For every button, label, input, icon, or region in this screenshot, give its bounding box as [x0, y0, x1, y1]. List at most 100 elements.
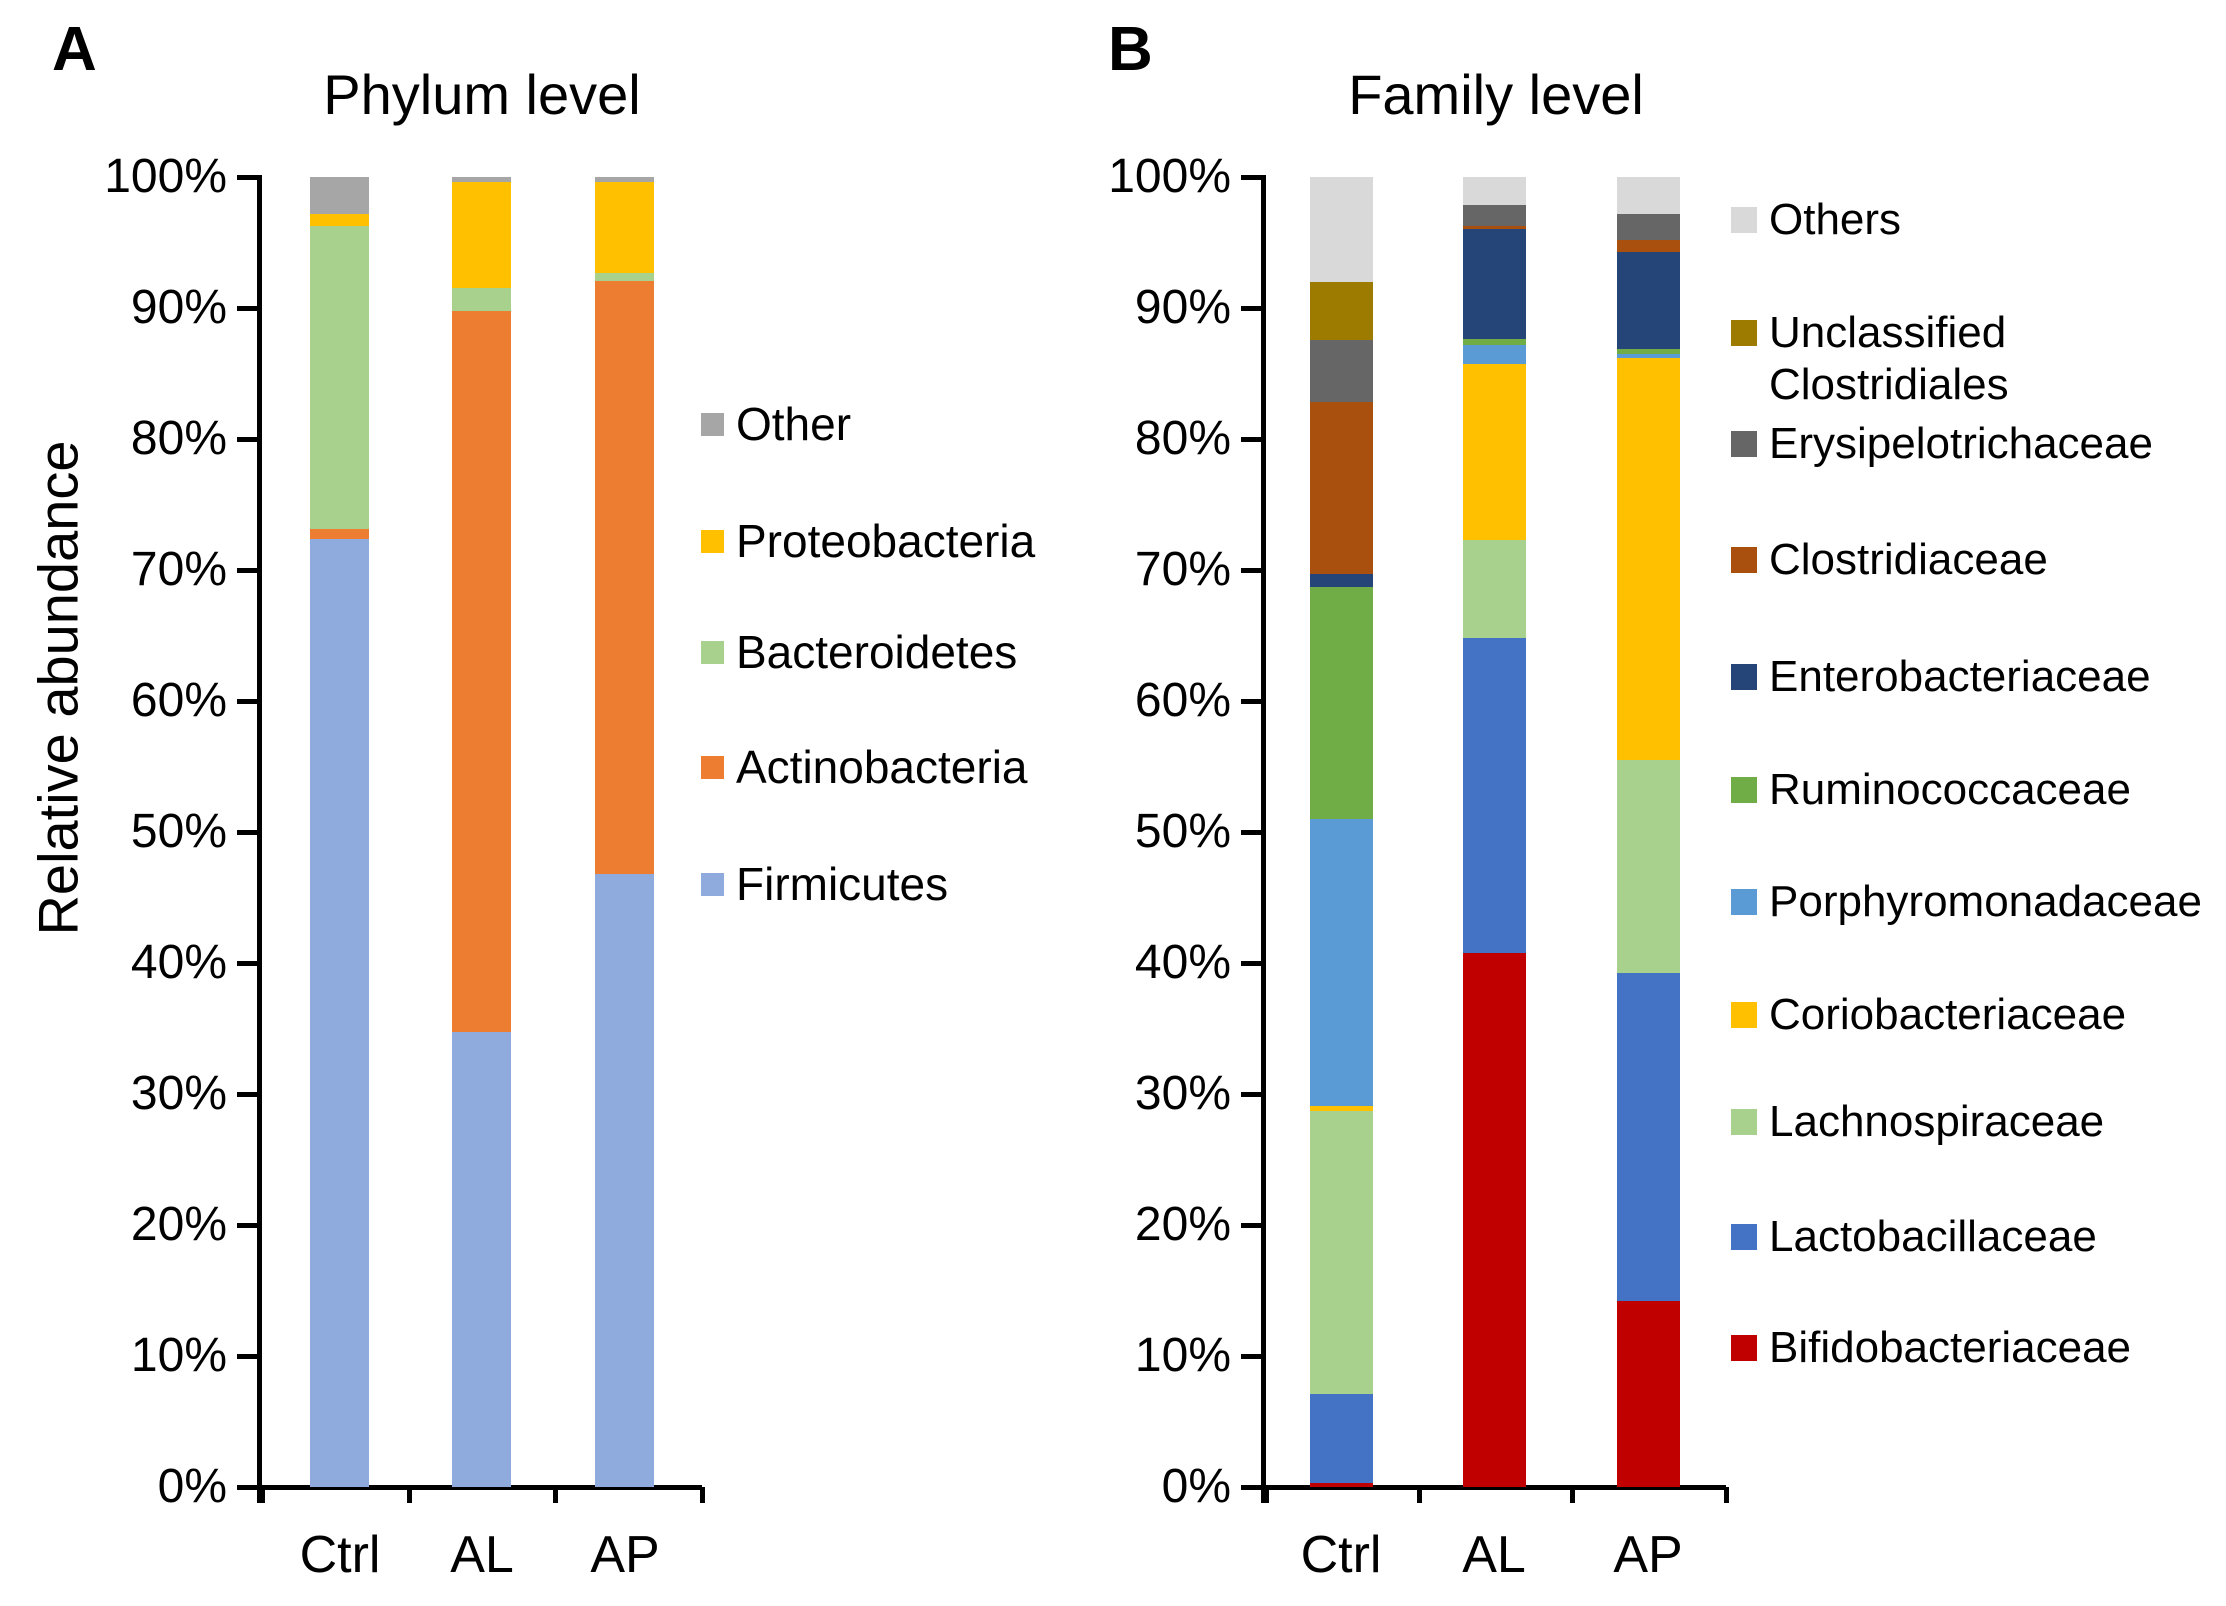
y-tick-label: 40% [1134, 936, 1231, 989]
legend-label: Coriobacteriaceae [1769, 990, 2127, 1039]
bar-ctrl [1310, 177, 1373, 1487]
y-tick-label: 90% [1134, 281, 1231, 334]
y-tick-mark [237, 1484, 257, 1490]
legend-item-porphyromonadaceae: Porphyromonadaceae [1731, 876, 2202, 928]
y-tick-label: 100% [1108, 150, 1231, 203]
legend-item-unclassified-clostridiales: Unclassified Clostridiales [1731, 307, 2219, 411]
x-tick-mark [1416, 1487, 1422, 1503]
panel-a-title: Phylum level [323, 63, 641, 126]
bar-segment-clostridiaceae [1617, 239, 1680, 252]
y-tick-label: 40% [130, 936, 227, 989]
y-tick-label: 30% [130, 1067, 227, 1120]
y-tick-mark [1241, 1222, 1261, 1228]
legend-item-others: Others [1731, 194, 1901, 246]
legend-item-proteobacteria: Proteobacteria [701, 514, 1035, 568]
legend-item-ruminococcaceae: Ruminococcaceae [1731, 764, 2131, 816]
legend-swatch-icon [1731, 1335, 1757, 1361]
bar-segment-proteobacteria [310, 213, 369, 226]
bar-ap [595, 177, 654, 1487]
bar-segment-proteobacteria [595, 182, 654, 273]
y-tick-label: 70% [1134, 543, 1231, 596]
bar-ctrl [310, 177, 369, 1487]
bar-segment-porphyromonadaceae [1310, 818, 1373, 1106]
y-tick-label: 80% [130, 412, 227, 465]
legend-swatch-icon [1731, 889, 1757, 915]
bar-segment-firmicutes [310, 538, 369, 1487]
bar-segment-actinobacteria [595, 280, 654, 874]
y-tick-label: 100% [104, 150, 227, 203]
y-tick-mark [1241, 1091, 1261, 1097]
legend-item-clostridiaceae: Clostridiaceae [1731, 534, 2048, 586]
x-category-label-ap: AP [1613, 1526, 1683, 1584]
y-tick-mark [237, 698, 257, 704]
x-tick-mark [259, 1487, 265, 1503]
bar-segment-others [1310, 177, 1373, 282]
y-tick-label: 20% [130, 1198, 227, 1251]
bar-segment-firmicutes [452, 1032, 511, 1487]
x-tick-mark [406, 1487, 412, 1503]
legend-item-lactobacillaceae: Lactobacillaceae [1731, 1211, 2097, 1263]
legend-label: Porphyromonadaceae [1769, 877, 2202, 926]
y-tick-label: 70% [130, 543, 227, 596]
x-category-label-ap: AP [590, 1526, 660, 1584]
y-tick-mark [1241, 174, 1261, 180]
legend-label: Actinobacteria [736, 741, 1028, 793]
y-axis-line [257, 175, 262, 1503]
legend-swatch-icon [701, 412, 724, 436]
x-category-label-al: AL [450, 1526, 514, 1584]
bar-segment-bacteroidetes [595, 272, 654, 281]
legend-swatch-icon [1731, 207, 1757, 233]
y-tick-mark [1241, 436, 1261, 442]
panel-a-label: A [52, 15, 97, 84]
legend-item-erysipelotrichaceae: Erysipelotrichaceae [1731, 418, 2153, 470]
bar-segment-lactobacillaceae [1617, 973, 1680, 1301]
bar-segment-bifidobacteriaceae [1617, 1300, 1680, 1487]
x-tick-mark [699, 1487, 705, 1503]
legend-swatch-icon [1731, 777, 1757, 803]
y-tick-mark [237, 1222, 257, 1228]
legend-label: Proteobacteria [736, 515, 1036, 567]
legend-label: Ruminococcaceae [1769, 765, 2131, 814]
bar-segment-lactobacillaceae [1310, 1394, 1373, 1484]
bar-segment-clostridiaceae [1463, 225, 1526, 230]
y-axis-line [1261, 175, 1266, 1503]
panel-b-title: Family level [1348, 63, 1644, 126]
bar-segment-ruminococcaceae [1463, 339, 1526, 345]
y-tick-label: 20% [1134, 1198, 1231, 1251]
bar-segment-lachnospiraceae [1310, 1111, 1373, 1394]
legend-item-firmicutes: Firmicutes [701, 857, 948, 911]
bar-segment-bacteroidetes [310, 225, 369, 530]
legend-swatch-icon [1731, 320, 1757, 346]
y-tick-label: 10% [1134, 1329, 1231, 1382]
y-tick-mark [237, 305, 257, 311]
legend-swatch-icon [701, 529, 724, 553]
y-tick-label: 60% [130, 674, 227, 727]
legend-swatch-icon [1731, 1002, 1757, 1028]
legend-label: Others [1769, 195, 1902, 244]
y-tick-mark [237, 567, 257, 573]
bar-segment-porphyromonadaceae [1463, 344, 1526, 365]
y-tick-label: 60% [1134, 674, 1231, 727]
bar-segment-coriobacteriaceae [1617, 357, 1680, 760]
y-tick-mark [237, 829, 257, 835]
bar-segment-porphyromonadaceae [1617, 353, 1680, 358]
legend-swatch-icon [701, 640, 724, 664]
legend-label: Other [736, 398, 852, 450]
legend-label: Lachnospiraceae [1769, 1097, 2105, 1146]
legend-swatch-icon [1731, 1109, 1757, 1135]
x-axis-line [1261, 1485, 1726, 1490]
legend-item-enterobacteriaceae: Enterobacteriaceae [1731, 651, 2151, 703]
bar-segment-bifidobacteriaceae [1463, 952, 1526, 1487]
y-tick-label: 80% [1134, 412, 1231, 465]
bar-ap [1617, 177, 1680, 1487]
y-tick-label: 10% [130, 1329, 227, 1382]
bar-segment-proteobacteria [452, 182, 511, 289]
legend-item-other: Other [701, 397, 851, 451]
y-tick-mark [1241, 829, 1261, 835]
x-tick-mark [552, 1487, 558, 1503]
legend-item-lachnospiraceae: Lachnospiraceae [1731, 1096, 2104, 1148]
legend-swatch-icon [1731, 431, 1757, 457]
bar-segment-bifidobacteriaceae [1310, 1483, 1373, 1487]
legend-item-coriobacteriaceae: Coriobacteriaceae [1731, 989, 2126, 1041]
legend-swatch-icon [1731, 1224, 1757, 1250]
